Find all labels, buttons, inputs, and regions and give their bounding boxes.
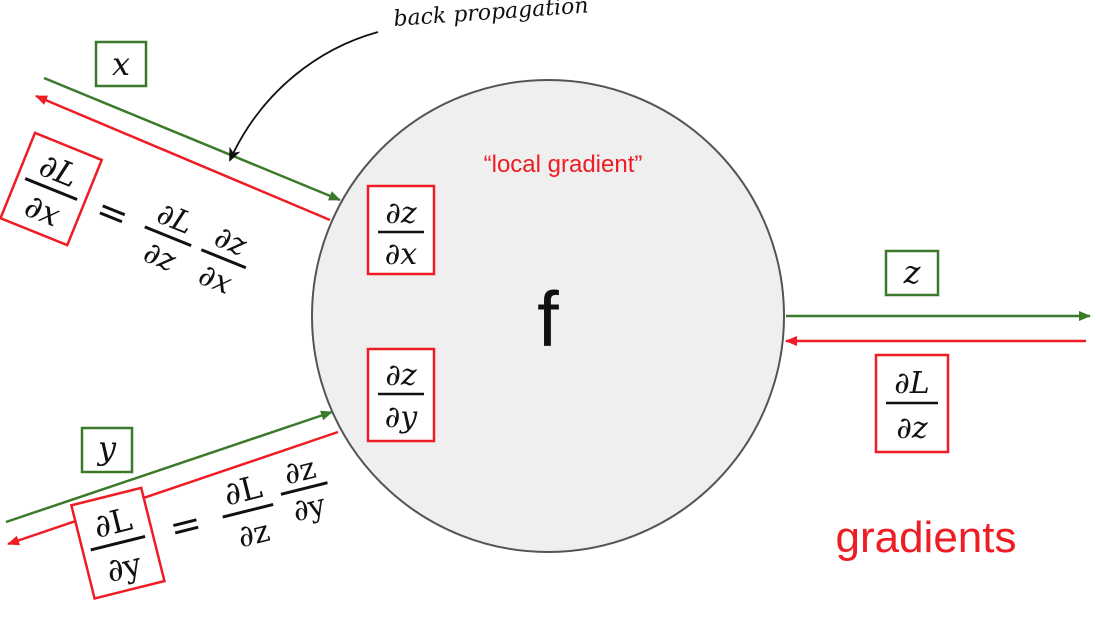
dz-dx-denominator: ∂x	[385, 237, 418, 272]
chain-y-equals: =	[165, 500, 207, 550]
backward-arrow-y	[7, 430, 339, 546]
forward-arrow-x	[43, 76, 341, 202]
local-gradient-dz-dy: ∂z ∂y	[366, 347, 436, 443]
local-gradient-label: “local gradient”	[484, 151, 643, 178]
local-gradient-dz-dx: ∂z ∂x	[366, 184, 436, 276]
output-z-label: z	[903, 253, 922, 291]
forward-arrow-y	[5, 410, 333, 524]
upstream-gradient-dl-dz: ∂L ∂z	[874, 353, 950, 454]
dz-dx-numerator: ∂z	[385, 196, 417, 231]
dz-dy-denominator: ∂y	[385, 400, 419, 435]
back-propagation-annotation: back propagation	[393, 0, 590, 32]
input-x-label: x	[112, 45, 130, 83]
backward-arrow-x	[35, 94, 331, 222]
chain-y-factor2-denominator: ∂y	[289, 487, 329, 529]
dl-dz-denominator: ∂z	[896, 411, 928, 446]
input-x-box: x	[94, 40, 148, 88]
dz-dy-numerator: ∂z	[385, 358, 417, 393]
chain-x-factor1-denominator: ∂z	[138, 235, 180, 279]
node-label: f	[537, 275, 559, 363]
input-y-box: y	[80, 426, 134, 474]
chain-x-factor2-denominator: ∂x	[194, 257, 237, 302]
chain-y-factor1-denominator: ∂z	[234, 514, 273, 556]
output-z-box: z	[884, 249, 940, 297]
chain-x-equals: =	[90, 186, 136, 239]
input-y-label: y	[96, 429, 117, 467]
chain-y-lhs-numerator: ∂L	[90, 500, 136, 546]
annotation-arrow	[229, 31, 379, 162]
gradients-legend: gradients	[835, 513, 1016, 562]
chain-y-factor1-numerator: ∂L	[220, 467, 266, 513]
dl-dz-numerator: ∂L	[894, 366, 929, 401]
chain-rule-y: ∂L ∂y = ∂L ∂z ∂z ∂y	[69, 451, 329, 600]
chain-rule-x: ∂L ∂x = ∂L ∂z ∂z ∂x	[0, 131, 252, 302]
chain-x-factor1-numerator: ∂L	[152, 196, 198, 242]
